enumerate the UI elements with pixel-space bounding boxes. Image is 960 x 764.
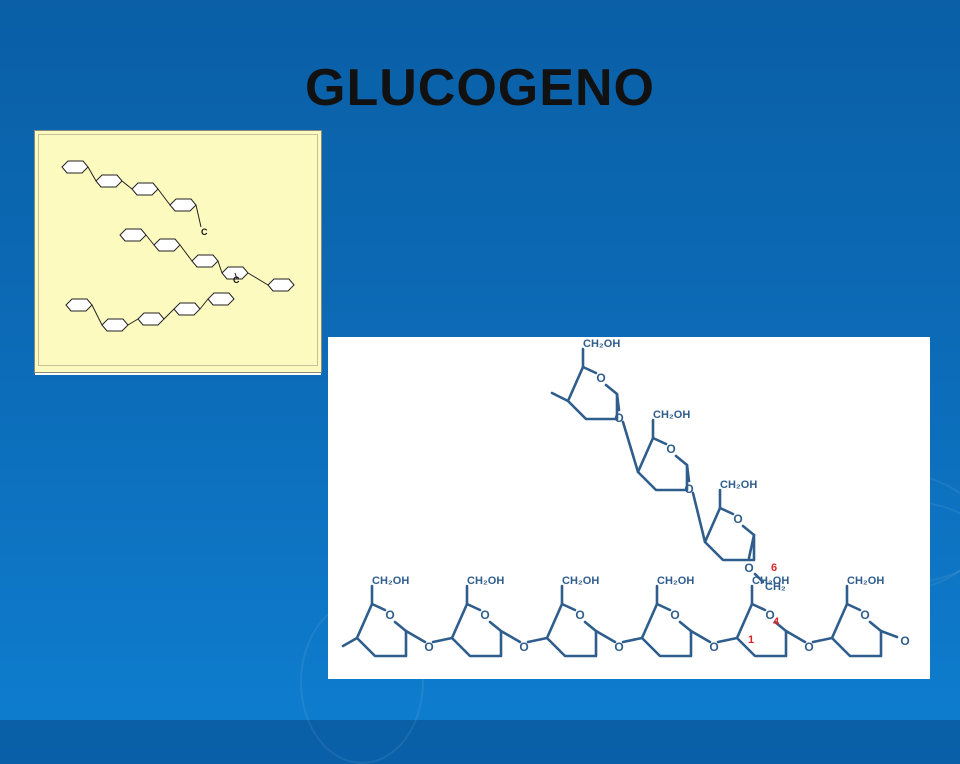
- glycosidic-bond: [594, 629, 617, 644]
- glycosidic-link: [145, 234, 155, 246]
- glycosidic-link: [199, 298, 209, 310]
- glucose-ring: [830, 602, 883, 658]
- glycosidic-bond: [716, 636, 739, 644]
- glucose-ring: [137, 312, 165, 326]
- ch2oh-group: CH₂OH: [583, 338, 620, 350]
- ring-oxygen: O: [733, 512, 742, 526]
- ring-oxygen: O: [860, 608, 869, 622]
- glycosidic-oxygen: O: [614, 411, 623, 425]
- alpha-1-6-bond: [753, 572, 765, 584]
- glucose-ring: [207, 292, 235, 306]
- carbon-1-label: 1: [748, 634, 754, 646]
- glucose-ring: [119, 228, 147, 242]
- glycosidic-oxygen: O: [709, 640, 718, 654]
- glucose-ring: [355, 602, 408, 658]
- reducing-end-oxygen: O: [900, 634, 909, 648]
- schematic-frame: [38, 134, 318, 366]
- glycosidic-bond: [685, 463, 691, 483]
- glycosidic-bond: [404, 629, 427, 644]
- glucose-ring: [131, 182, 159, 196]
- glycosidic-oxygen: O: [614, 640, 623, 654]
- ring-oxygen: O: [575, 608, 584, 622]
- glycosidic-link: [157, 188, 171, 206]
- carbon-6-label: 6: [771, 562, 777, 574]
- glycosidic-bond: [499, 629, 522, 644]
- glucose-ring: [636, 436, 689, 492]
- glucose-ring: [703, 506, 756, 562]
- glucose-ring: [191, 254, 219, 268]
- glycosidic-bond: [615, 392, 621, 412]
- glycosidic-link: [127, 318, 139, 326]
- glycogen-schematic-panel: C C: [34, 130, 322, 375]
- glycosidic-bond: [526, 636, 549, 644]
- glycosidic-oxygen: O: [424, 640, 433, 654]
- glycosidic-oxygen: O: [519, 640, 528, 654]
- ch2oh-group: CH₂OH: [467, 575, 504, 587]
- ring-oxygen: O: [480, 608, 489, 622]
- ch2oh-group: CH₂OH: [847, 575, 884, 587]
- glycosidic-bond: [621, 636, 644, 644]
- glucose-ring: [65, 298, 93, 312]
- slide-title: GLUCOGENO: [305, 59, 655, 117]
- alpha-1-6-bond: [747, 533, 756, 560]
- glucose-ring: [95, 174, 123, 188]
- schematic-baseline: [35, 373, 321, 375]
- glycosidic-link: [121, 180, 133, 190]
- ch2oh-group: CH₂OH: [372, 575, 409, 587]
- carbon-4-label: 4: [773, 616, 780, 628]
- branch-oxygen: O: [744, 561, 753, 575]
- glucose-ring: [566, 365, 619, 421]
- ch2oh-group: CH₂OH: [657, 575, 694, 587]
- glucose-ring: [735, 602, 788, 658]
- glycogen-schematic-diagram: C C: [61, 160, 295, 332]
- glucose-ring: [61, 160, 89, 174]
- glycosidic-oxygen: O: [804, 640, 813, 654]
- glucose-ring: [153, 238, 181, 252]
- ring-oxygen: O: [596, 371, 605, 385]
- glycosidic-link: [179, 244, 193, 262]
- glycosidic-bond: [691, 491, 707, 544]
- reducing-end-bond: [879, 629, 899, 639]
- glucose-ring: [640, 602, 693, 658]
- ring-oxygen: O: [765, 608, 774, 622]
- glycosidic-oxygen: O: [684, 482, 693, 496]
- glycosidic-bond: [431, 636, 454, 644]
- glucose-ring: [450, 602, 503, 658]
- ring-oxygen: O: [385, 608, 394, 622]
- glycosidic-link: [87, 166, 97, 182]
- glucose-ring: [173, 302, 201, 316]
- glucose-ring: [101, 318, 129, 332]
- glycosidic-bond: [621, 420, 640, 474]
- glycosidic-bond: [689, 629, 712, 644]
- ch2oh-group: CH₂OH: [752, 575, 789, 587]
- glycosidic-link: [91, 304, 103, 326]
- ch2oh-group: CH₂OH: [720, 479, 757, 491]
- glycosidic-link: [217, 260, 223, 274]
- glycosidic-link: [195, 204, 202, 228]
- chain-continuation-bond: [550, 391, 570, 403]
- glycosidic-bond: [784, 629, 807, 644]
- ch2oh-group: CH₂OH: [562, 575, 599, 587]
- branch-label-c: C: [233, 275, 240, 285]
- ring-oxygen: O: [666, 442, 675, 456]
- glycosidic-bond: [811, 636, 834, 644]
- glucose-ring: [267, 278, 295, 292]
- glycosidic-link: [247, 272, 269, 286]
- ch2-group: CH₂: [765, 581, 786, 593]
- glycosidic-link: [234, 272, 238, 280]
- ring-oxygen: O: [670, 608, 679, 622]
- glycosidic-link: [163, 308, 175, 320]
- glucose-ring: [545, 602, 598, 658]
- branch-label-c: C: [201, 227, 208, 237]
- glucose-ring: [169, 198, 197, 212]
- ch2oh-group: CH₂OH: [653, 409, 690, 421]
- chain-continuation-bond: [341, 636, 359, 648]
